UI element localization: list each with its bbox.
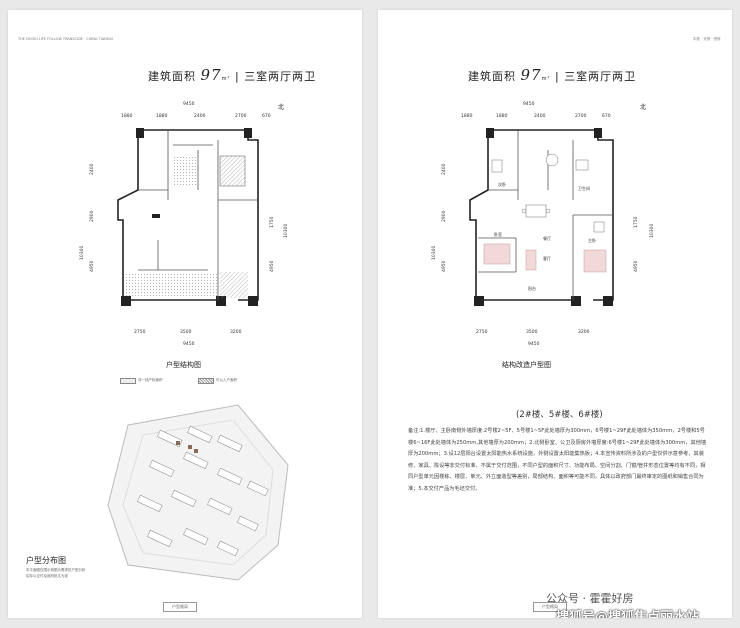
r-plan-caption: 结构改造户型图 bbox=[502, 361, 551, 369]
r-left-dim-3: 4950 bbox=[442, 260, 447, 272]
left-brochure-page: THE DOOKI LIFE FOLLOW TRANSCIDE · CHINA … bbox=[8, 10, 362, 618]
room-label-master: 主卧 bbox=[588, 237, 596, 243]
legend-text-1: 非一线产权面积 bbox=[138, 378, 163, 382]
top-dim-4: 2700 bbox=[235, 114, 247, 119]
right-headline: 建筑面积 97m² | 三室两厅两卫 bbox=[468, 66, 637, 84]
watermark-wechat: 公众号 · 霍霍好房 bbox=[546, 592, 634, 605]
top-dim-3: 2400 bbox=[194, 114, 206, 119]
r-bottom-dim-3: 3200 bbox=[578, 330, 590, 335]
left-dim-2: 2900 bbox=[90, 210, 95, 222]
top-dim-5: 670 bbox=[262, 114, 271, 119]
left-total-dim: 10300 bbox=[80, 245, 85, 260]
room-label-bedroom: 卧室 bbox=[494, 231, 502, 237]
site-distribution-map bbox=[107, 404, 289, 581]
room-label-living: 客厅 bbox=[543, 255, 551, 261]
right-page-header: 中铁 · 天府 · 悦府 bbox=[693, 37, 721, 41]
building-numbers: (2#楼、5#楼、6#楼) bbox=[516, 410, 603, 420]
r-right-total-dim: 10300 bbox=[650, 223, 655, 238]
top-total-dim: 9450 bbox=[183, 102, 195, 107]
legend-text-2: 可以入户面积 bbox=[216, 378, 237, 382]
map-caption: 户型分布图 bbox=[26, 556, 66, 565]
plan-caption: 户型结构图 bbox=[166, 361, 201, 369]
bottom-dim-2: 3500 bbox=[180, 330, 192, 335]
r-top-total-dim: 9450 bbox=[523, 102, 535, 107]
top-dim-1: 1880 bbox=[121, 114, 133, 119]
map-note-2: 实际以交付及政府批文为准 bbox=[26, 574, 68, 578]
room-label-second: 次卧 bbox=[498, 181, 506, 187]
legend-swatch-2 bbox=[198, 378, 214, 384]
r-bottom-dim-1: 2750 bbox=[476, 330, 488, 335]
right-total-dim: 10300 bbox=[284, 223, 289, 238]
r-left-total-dim: 10300 bbox=[432, 245, 437, 260]
r-top-dim-1: 1880 bbox=[461, 114, 473, 119]
r-top-dim-3: 2400 bbox=[534, 114, 546, 119]
bottom-dim-3: 3200 bbox=[230, 330, 242, 335]
north-label: 北 bbox=[278, 104, 285, 111]
right-brochure-page: 中铁 · 天府 · 悦府 建筑面积 97m² | 三室两厅两卫 9450 188… bbox=[378, 10, 732, 618]
r-left-dim-1: 2400 bbox=[442, 163, 447, 175]
r-north-label: 北 bbox=[640, 104, 647, 111]
top-dim-2: 1880 bbox=[156, 114, 168, 119]
room-label-balcony: 阳台 bbox=[528, 285, 536, 291]
r-bottom-total-dim: 9450 bbox=[528, 342, 540, 347]
left-footer-tab: 户型格局 bbox=[163, 602, 197, 612]
renovation-floor-plan: 卧室 客厅 餐厅 主卧 次卧 阳台 卫生间 bbox=[469, 128, 614, 306]
right-footer-tab: 户型格局 bbox=[533, 602, 567, 612]
r-top-dim-4: 2700 bbox=[575, 114, 587, 119]
left-dim-1: 2400 bbox=[90, 163, 95, 175]
left-headline: 建筑面积 97m² | 三室两厅两卫 bbox=[148, 66, 317, 84]
left-page-header: THE DOOKI LIFE FOLLOW TRANSCIDE · CHINA … bbox=[18, 37, 113, 41]
structural-floor-plan bbox=[117, 128, 259, 306]
r-bottom-dim-2: 3500 bbox=[526, 330, 538, 335]
remarks-text: 备注:1.楼厅、主卧南侧外墙厚度:2号楼2~5F、5号楼1~5F此处墙厚为300… bbox=[408, 428, 707, 492]
bottom-total-dim: 9450 bbox=[183, 342, 195, 347]
left-dim-3: 4950 bbox=[90, 260, 95, 272]
r-left-dim-2: 2900 bbox=[442, 210, 447, 222]
room-label-dining: 餐厅 bbox=[543, 235, 551, 241]
map-note-1: 本平面图仅限示例图示需求供户型分析 bbox=[26, 568, 86, 572]
room-label-bath: 卫生间 bbox=[578, 185, 590, 191]
r-top-dim-2: 1880 bbox=[496, 114, 508, 119]
legend-swatch-1 bbox=[120, 378, 136, 384]
watermark-sohu: 搜狐号@搜狐焦点丽水站 bbox=[556, 610, 700, 618]
bottom-dim-1: 2750 bbox=[134, 330, 146, 335]
r-top-dim-5: 670 bbox=[602, 114, 611, 119]
